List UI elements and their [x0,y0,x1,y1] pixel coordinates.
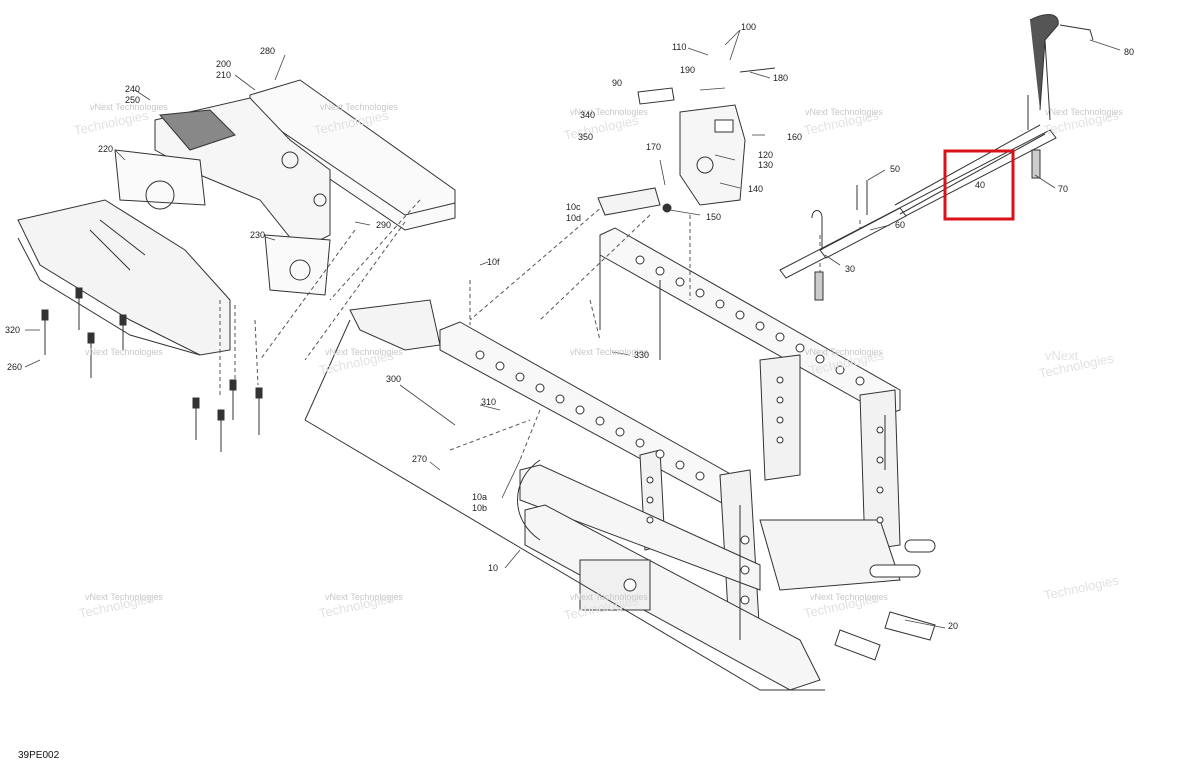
callout-220: 220 [98,144,113,154]
callout-10f: 10f [487,257,500,267]
callout-20: 20 [948,621,958,631]
callout-190: 190 [680,65,695,75]
callout-260: 260 [7,362,22,372]
left-upper-bracket [154,79,456,251]
svg-text:Technologies: Technologies [1043,572,1121,603]
svg-text:vNext Technologies: vNext Technologies [325,592,403,602]
watermarks: vNext Technologies Technologies vNext Te… [73,102,1124,623]
svg-text:vNext Technologies: vNext Technologies [805,347,883,357]
svg-text:vNext Technologies: vNext Technologies [85,592,163,602]
callout-40: 40 [975,180,985,190]
callout-80: 80 [1124,47,1134,57]
upper-mount-bracket [597,67,776,216]
callout-140: 140 [748,184,763,194]
callout-120: 120 [758,150,773,160]
callout-10: 10 [488,563,498,573]
svg-text:vNext Technologies: vNext Technologies [90,102,168,112]
callout-240: 240 [125,84,140,94]
svg-text:vNext Technologies: vNext Technologies [570,592,648,602]
callout-160: 160 [787,132,802,142]
left-lower-frame [17,149,331,356]
callout-10a: 10a [472,492,487,502]
highlight-box-part-40 [943,149,1015,221]
svg-text:vNext Technologies: vNext Technologies [320,102,398,112]
leader-lines [24,29,1121,629]
main-frame [349,227,936,691]
callout-350: 350 [578,132,593,142]
callout-10b: 10b [472,503,487,513]
callout-170: 170 [646,142,661,152]
callout-270: 270 [412,454,427,464]
svg-text:vNext Technologies: vNext Technologies [805,107,883,117]
svg-text:vNext: vNext [1045,348,1079,363]
callout-330: 330 [634,350,649,360]
callout-100: 100 [741,22,756,32]
frame-holes [475,255,884,605]
callout-10d: 10d [566,213,581,223]
callout-210: 210 [216,70,231,80]
callout-50: 50 [890,164,900,174]
callout-300: 300 [386,374,401,384]
callout-labels: 100 110 190 180 90 340 160 350 170 120 1… [5,22,1134,631]
callout-70: 70 [1058,184,1068,194]
svg-text:vNext Technologies: vNext Technologies [570,347,648,357]
callout-310: 310 [481,397,496,407]
callout-250: 250 [125,95,140,105]
callout-90: 90 [612,78,622,88]
svg-text:vNext Technologies: vNext Technologies [85,347,163,357]
callout-130: 130 [758,160,773,170]
callout-110: 110 [672,42,686,52]
callout-30: 30 [845,264,855,274]
callout-10c: 10c [566,202,581,212]
callout-290: 290 [376,220,391,230]
callout-340: 340 [580,110,595,120]
svg-text:vNext Technologies: vNext Technologies [570,107,648,117]
drawing-code: 39PE002 [18,750,60,761]
svg-text:vNext Technologies: vNext Technologies [325,347,403,357]
callout-230: 230 [250,230,265,240]
callout-180: 180 [773,73,788,83]
callout-320: 320 [5,325,20,335]
callout-200: 200 [216,59,231,69]
callout-150: 150 [706,212,721,222]
left-bolts [41,287,263,452]
svg-text:vNext Technologies: vNext Technologies [810,592,888,602]
callout-280: 280 [260,46,275,56]
callout-60: 60 [895,220,905,230]
shaft-assembly [779,14,1094,301]
svg-text:vNext Technologies: vNext Technologies [1045,107,1123,117]
